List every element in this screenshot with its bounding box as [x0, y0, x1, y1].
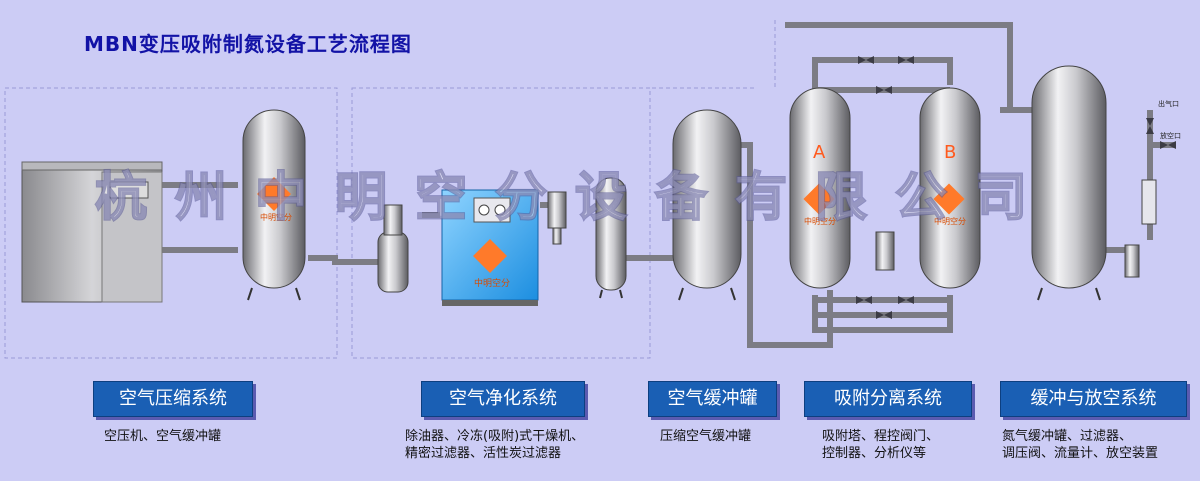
desc-line: 控制器、分析仪等: [822, 446, 927, 461]
diagram-title: MBN变压吸附制氮设备工艺流程图: [84, 32, 412, 56]
program-valves: [856, 56, 1176, 319]
compressed-air-buffer-tank: [672, 109, 742, 301]
group-frames: [4, 20, 776, 359]
analyzer: [875, 231, 895, 271]
system-desc-compression: 空压机、空气缓冲罐: [104, 428, 221, 445]
system-desc-adsorption: 吸附塔、程控阀门、 控制器、分析仪等: [822, 428, 939, 462]
system-label-purification: 空气净化系统: [421, 381, 585, 417]
nitrogen-buffer-tank: [1031, 65, 1107, 301]
desc-line: 除油器、冷冻(吸附)式干燥机、: [405, 429, 585, 444]
logo-text-tank1: 中明空分: [260, 213, 292, 222]
activated-carbon-filter: [595, 177, 627, 299]
desc-line: 精密过滤器、活性炭过滤器: [405, 446, 562, 461]
system-label-buffer-vent: 缓冲与放空系统: [1000, 381, 1187, 417]
logo-text-dryer: 中明空分: [474, 279, 511, 289]
precision-filter: [547, 191, 567, 245]
system-label-compression: 空气压缩系统: [93, 381, 253, 417]
outlet-label: 出气口: [1158, 100, 1179, 108]
system-desc-air-buffer: 压缩空气缓冲罐: [660, 428, 751, 445]
system-label-adsorption: 吸附分离系统: [804, 381, 972, 417]
tower-a-label: A: [813, 142, 826, 163]
tower-b-label: B: [944, 142, 957, 163]
logo-text-tower-b: 中明空分: [934, 217, 966, 226]
desc-line: 调压阀、流量计、放空装置: [1002, 446, 1159, 461]
oil-remover: [377, 204, 409, 293]
system-desc-buffer-vent: 氮气缓冲罐、过滤器、 调压阀、流量计、放空装置: [1002, 428, 1158, 462]
desc-line: 氮气缓冲罐、过滤器、: [1002, 429, 1133, 444]
flowmeter: [1141, 179, 1157, 225]
system-label-air-buffer: 空气缓冲罐: [648, 381, 777, 417]
desc-line: 吸附塔、程控阀门、: [822, 429, 940, 444]
air-compressor: [21, 161, 163, 303]
company-watermark: 杭州中明空分设备有限公司: [94, 167, 1056, 229]
logo-text-tower-a: 中明空分: [804, 217, 836, 226]
nitrogen-filter: [1124, 244, 1140, 278]
desc-line: 空压机、空气缓冲罐: [104, 429, 222, 444]
system-desc-purification: 除油器、冷冻(吸附)式干燥机、 精密过滤器、活性炭过滤器: [405, 428, 584, 462]
vent-label: 放空口: [1160, 132, 1181, 140]
desc-line: 压缩空气缓冲罐: [660, 429, 752, 444]
